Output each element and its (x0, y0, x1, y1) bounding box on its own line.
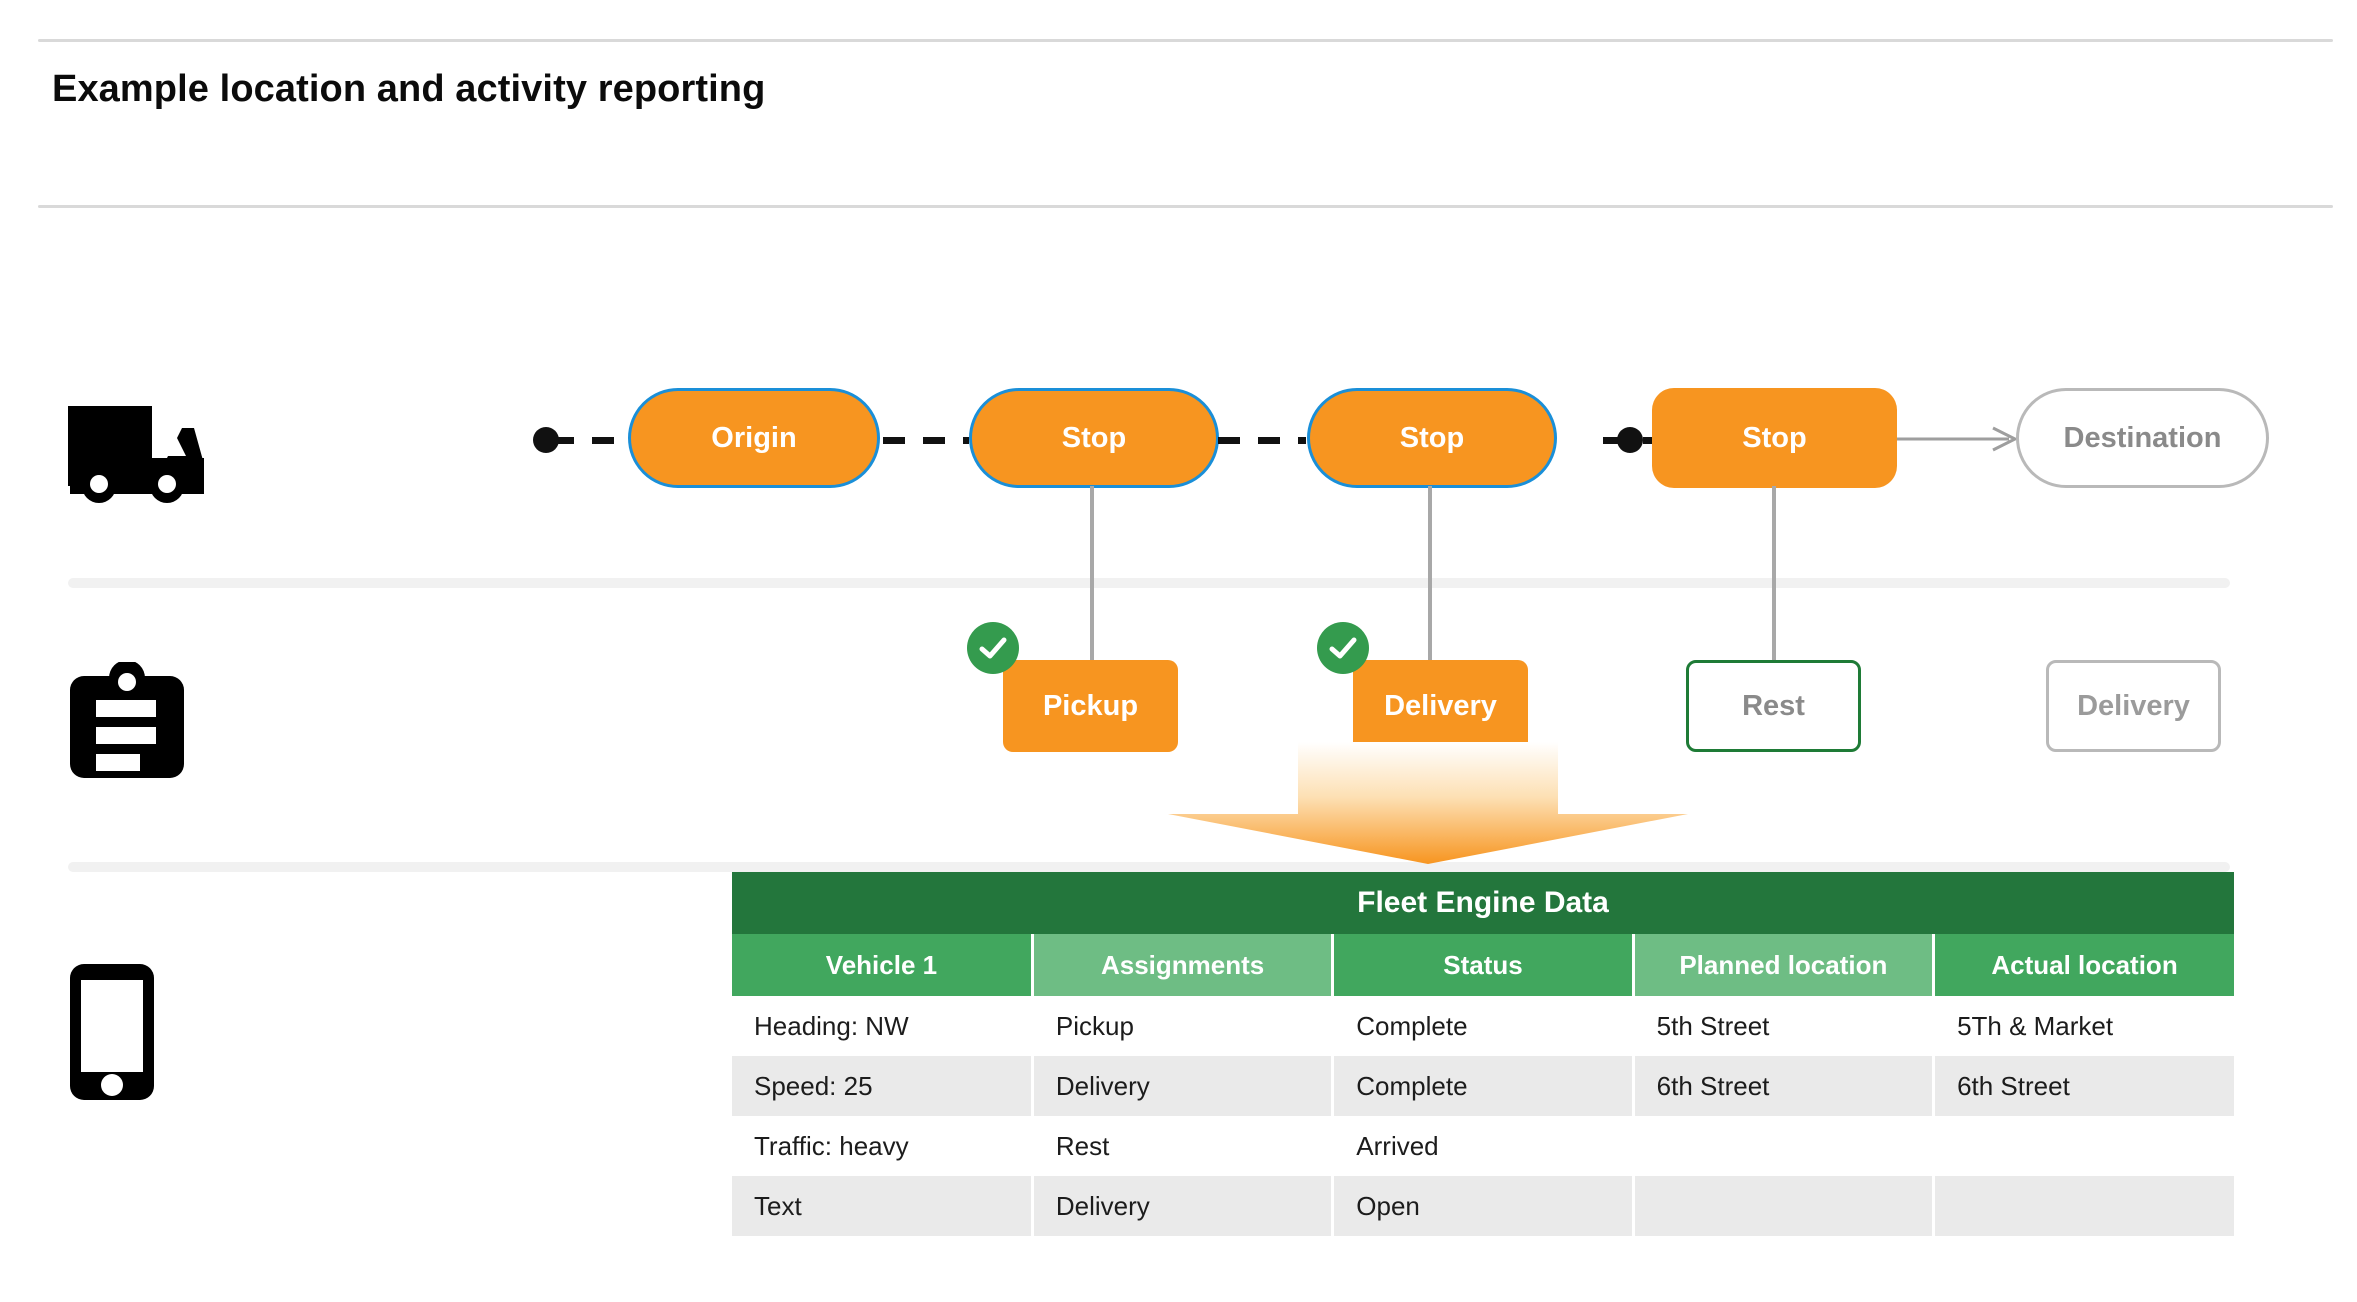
activity-label: Delivery (1384, 689, 1497, 722)
table-row: Heading: NW Pickup Complete 5th Street 5… (732, 996, 2234, 1056)
activity-delivery-pending[interactable]: Delivery (2046, 660, 2221, 752)
cell-assignment: Delivery (1030, 1176, 1335, 1236)
table-row: Speed: 25 Delivery Complete 6th Street 6… (732, 1056, 2234, 1116)
cell-actual-location: 6th Street (1932, 1056, 2234, 1116)
route-dash-segment (552, 437, 628, 444)
fleet-engine-data-table: Fleet Engine Data Vehicle 1 Assignments … (732, 872, 2234, 1236)
cell-actual-location (1932, 1176, 2234, 1236)
route-stop-1[interactable]: Stop (969, 388, 1219, 488)
route-destination[interactable]: Destination (2016, 388, 2269, 488)
activity-label: Delivery (2077, 689, 2190, 722)
phone-icon (68, 962, 156, 1107)
route-mid-dot (1617, 427, 1643, 453)
flow-arrow-icon (1168, 742, 1688, 864)
route-dash-segment (1218, 437, 1306, 444)
column-header-vehicle[interactable]: Vehicle 1 (732, 934, 1034, 996)
cell-assignment: Delivery (1030, 1056, 1335, 1116)
table-row: Traffic: heavy Rest Arrived (732, 1116, 2234, 1176)
cell-planned-location: 5th Street (1631, 996, 1936, 1056)
cell-planned-location (1631, 1116, 1936, 1176)
column-header-status[interactable]: Status (1331, 934, 1635, 996)
column-header-planned-location[interactable]: Planned location (1631, 934, 1936, 996)
header-rule-top (38, 39, 2333, 42)
route-stop-label: Stop (1742, 421, 1807, 454)
route-stop-2[interactable]: Stop (1307, 388, 1557, 488)
route-stop-origin[interactable]: Origin (628, 388, 880, 488)
route-dash-segment (883, 437, 969, 444)
cell-planned-location (1631, 1176, 1936, 1236)
cell-planned-location: 6th Street (1631, 1056, 1936, 1116)
route-stop-label: Stop (1061, 421, 1127, 454)
activity-rest[interactable]: Rest (1686, 660, 1861, 752)
activity-label: Pickup (1042, 689, 1139, 722)
stop-activity-connector (1428, 486, 1432, 660)
check-icon (967, 622, 1019, 674)
table-title: Fleet Engine Data (732, 872, 2234, 934)
route-stop-label: Destination (2063, 421, 2222, 454)
cell-status: Arrived (1331, 1116, 1635, 1176)
cell-actual-location (1932, 1116, 2234, 1176)
cell-assignment: Rest (1030, 1116, 1335, 1176)
stop-activity-connector (1772, 486, 1776, 660)
cell-status: Open (1331, 1176, 1635, 1236)
cell-vehicle: Speed: 25 (732, 1056, 1034, 1116)
cell-status: Complete (1331, 996, 1635, 1056)
cell-vehicle: Text (732, 1176, 1034, 1236)
cell-vehicle: Traffic: heavy (732, 1116, 1034, 1176)
cell-assignment: Pickup (1030, 996, 1335, 1056)
page-title: Example location and activity reporting (52, 68, 766, 110)
route-stop-3[interactable]: Stop (1652, 388, 1897, 488)
column-header-actual-location[interactable]: Actual location (1932, 934, 2234, 996)
column-header-assignments[interactable]: Assignments (1030, 934, 1335, 996)
check-icon (1317, 622, 1369, 674)
header-rule-bottom (38, 205, 2333, 208)
route-stop-label: Stop (1399, 421, 1465, 454)
route-arrow-icon (1897, 426, 2019, 452)
table-row: Text Delivery Open (732, 1176, 2234, 1236)
truck-icon (68, 398, 204, 508)
cell-status: Complete (1331, 1056, 1635, 1116)
section-divider-route-activity (68, 578, 2230, 588)
stop-activity-connector (1090, 486, 1094, 660)
section-divider-activity-data (68, 862, 2230, 872)
route-stop-label: Origin (711, 421, 797, 454)
activity-pickup[interactable]: Pickup (1003, 660, 1178, 752)
activity-label: Rest (1742, 689, 1805, 722)
cell-actual-location: 5Th & Market (1932, 996, 2234, 1056)
clipboard-icon (68, 660, 186, 785)
cell-vehicle: Heading: NW (732, 996, 1034, 1056)
activity-delivery[interactable]: Delivery (1353, 660, 1528, 752)
